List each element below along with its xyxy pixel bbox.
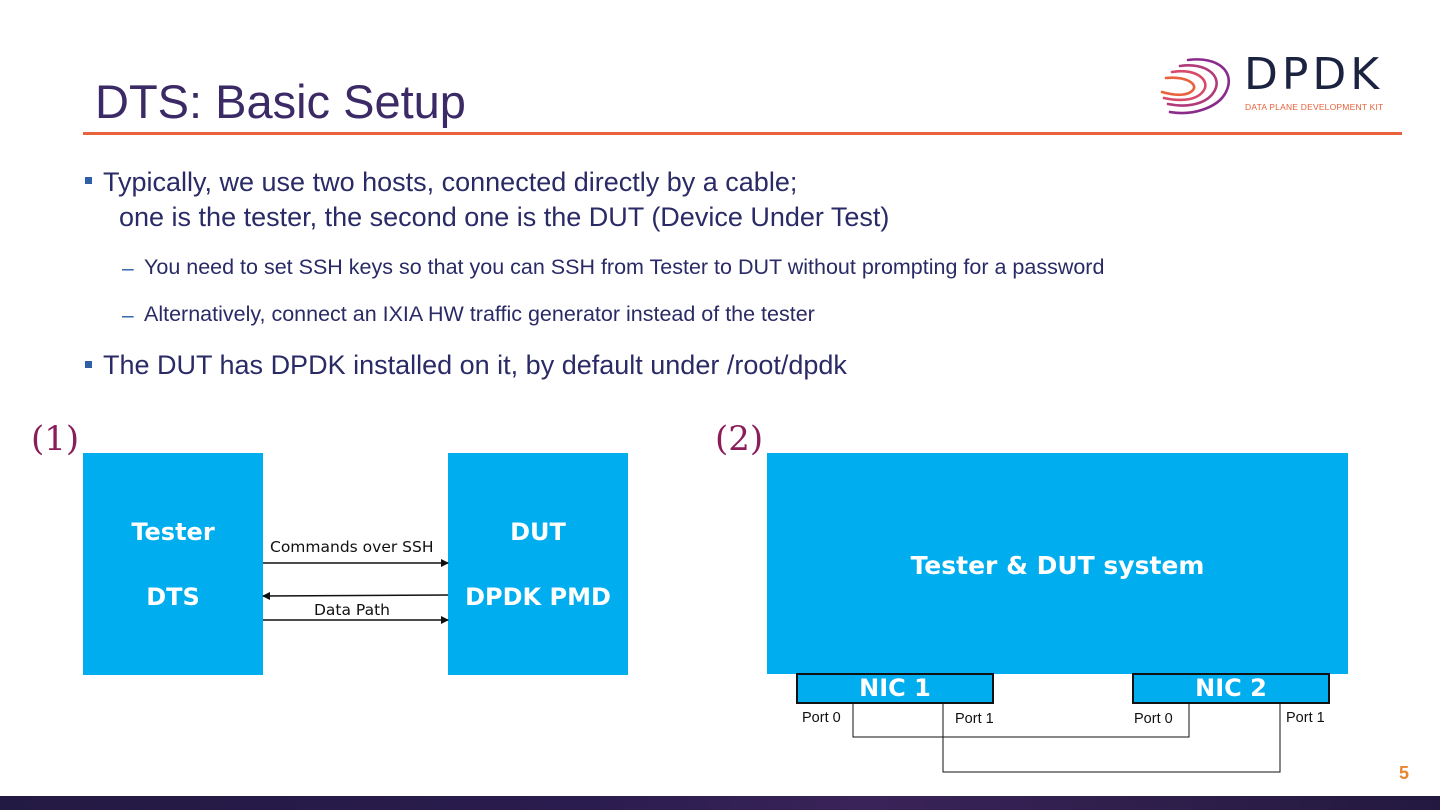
logo-wordmark: DPDK [1244,49,1384,100]
slide-title: DTS: Basic Setup [95,75,466,128]
port-cables [852,704,1281,773]
nic2-port1-label: Port 1 [1286,710,1325,726]
tester-sub-label: DTS [146,583,200,611]
ssh-arrow-label: Commands over SSH [270,538,434,556]
footer-bar [0,796,1440,810]
dut-sub-label: DPDK PMD [465,583,611,611]
bullet-2: The DUT has DPDK installed on it, by def… [103,350,847,380]
page-number: 5 [1399,763,1410,783]
nic1-port1-label: Port 1 [955,711,994,727]
logo-tagline: DATA PLANE DEVELOPMENT KIT [1245,102,1384,112]
sub-bullet-2: Alternatively, connect an IXIA HW traffi… [144,302,815,326]
diagram-2-number: (2) [715,419,764,459]
dut-box: DUT DPDK PMD [448,453,628,675]
system-label: Tester & DUT system [910,551,1205,580]
data-path-return-arrow [262,591,449,600]
bullet-square-icon [85,177,92,184]
nic1-port0-label: Port 0 [802,710,841,726]
sub-bullet-dash: – [122,304,134,327]
tester-dut-system-box: Tester & DUT system [767,453,1348,674]
nic2-port0-label: Port 0 [1134,711,1173,727]
dut-label: DUT [510,518,566,546]
cable-nic1-port0-to-nic2-port0 [852,704,1190,738]
bullet-1-line-1: Typically, we use two hosts, connected d… [103,167,798,197]
sub-bullet-1: You need to set SSH keys so that you can… [144,255,1105,279]
nic-2: NIC 2 [1132,673,1330,704]
bullet-1-line-2: one is the tester, the second one is the… [119,202,890,232]
nic-1: NIC 1 [796,673,994,704]
cable-nic1-port1-to-nic2-port1 [942,704,1281,773]
dpdk-logo-icon [1160,58,1230,115]
diagram-1-number: (1) [31,419,80,459]
title-underline [83,132,1402,135]
data-path-label: Data Path [314,601,390,619]
sub-bullet-dash: – [122,257,134,280]
connection-arrows [262,559,449,624]
tester-label: Tester [131,518,215,546]
bullet-square-icon [85,361,92,368]
tester-box: Tester DTS [83,453,263,675]
